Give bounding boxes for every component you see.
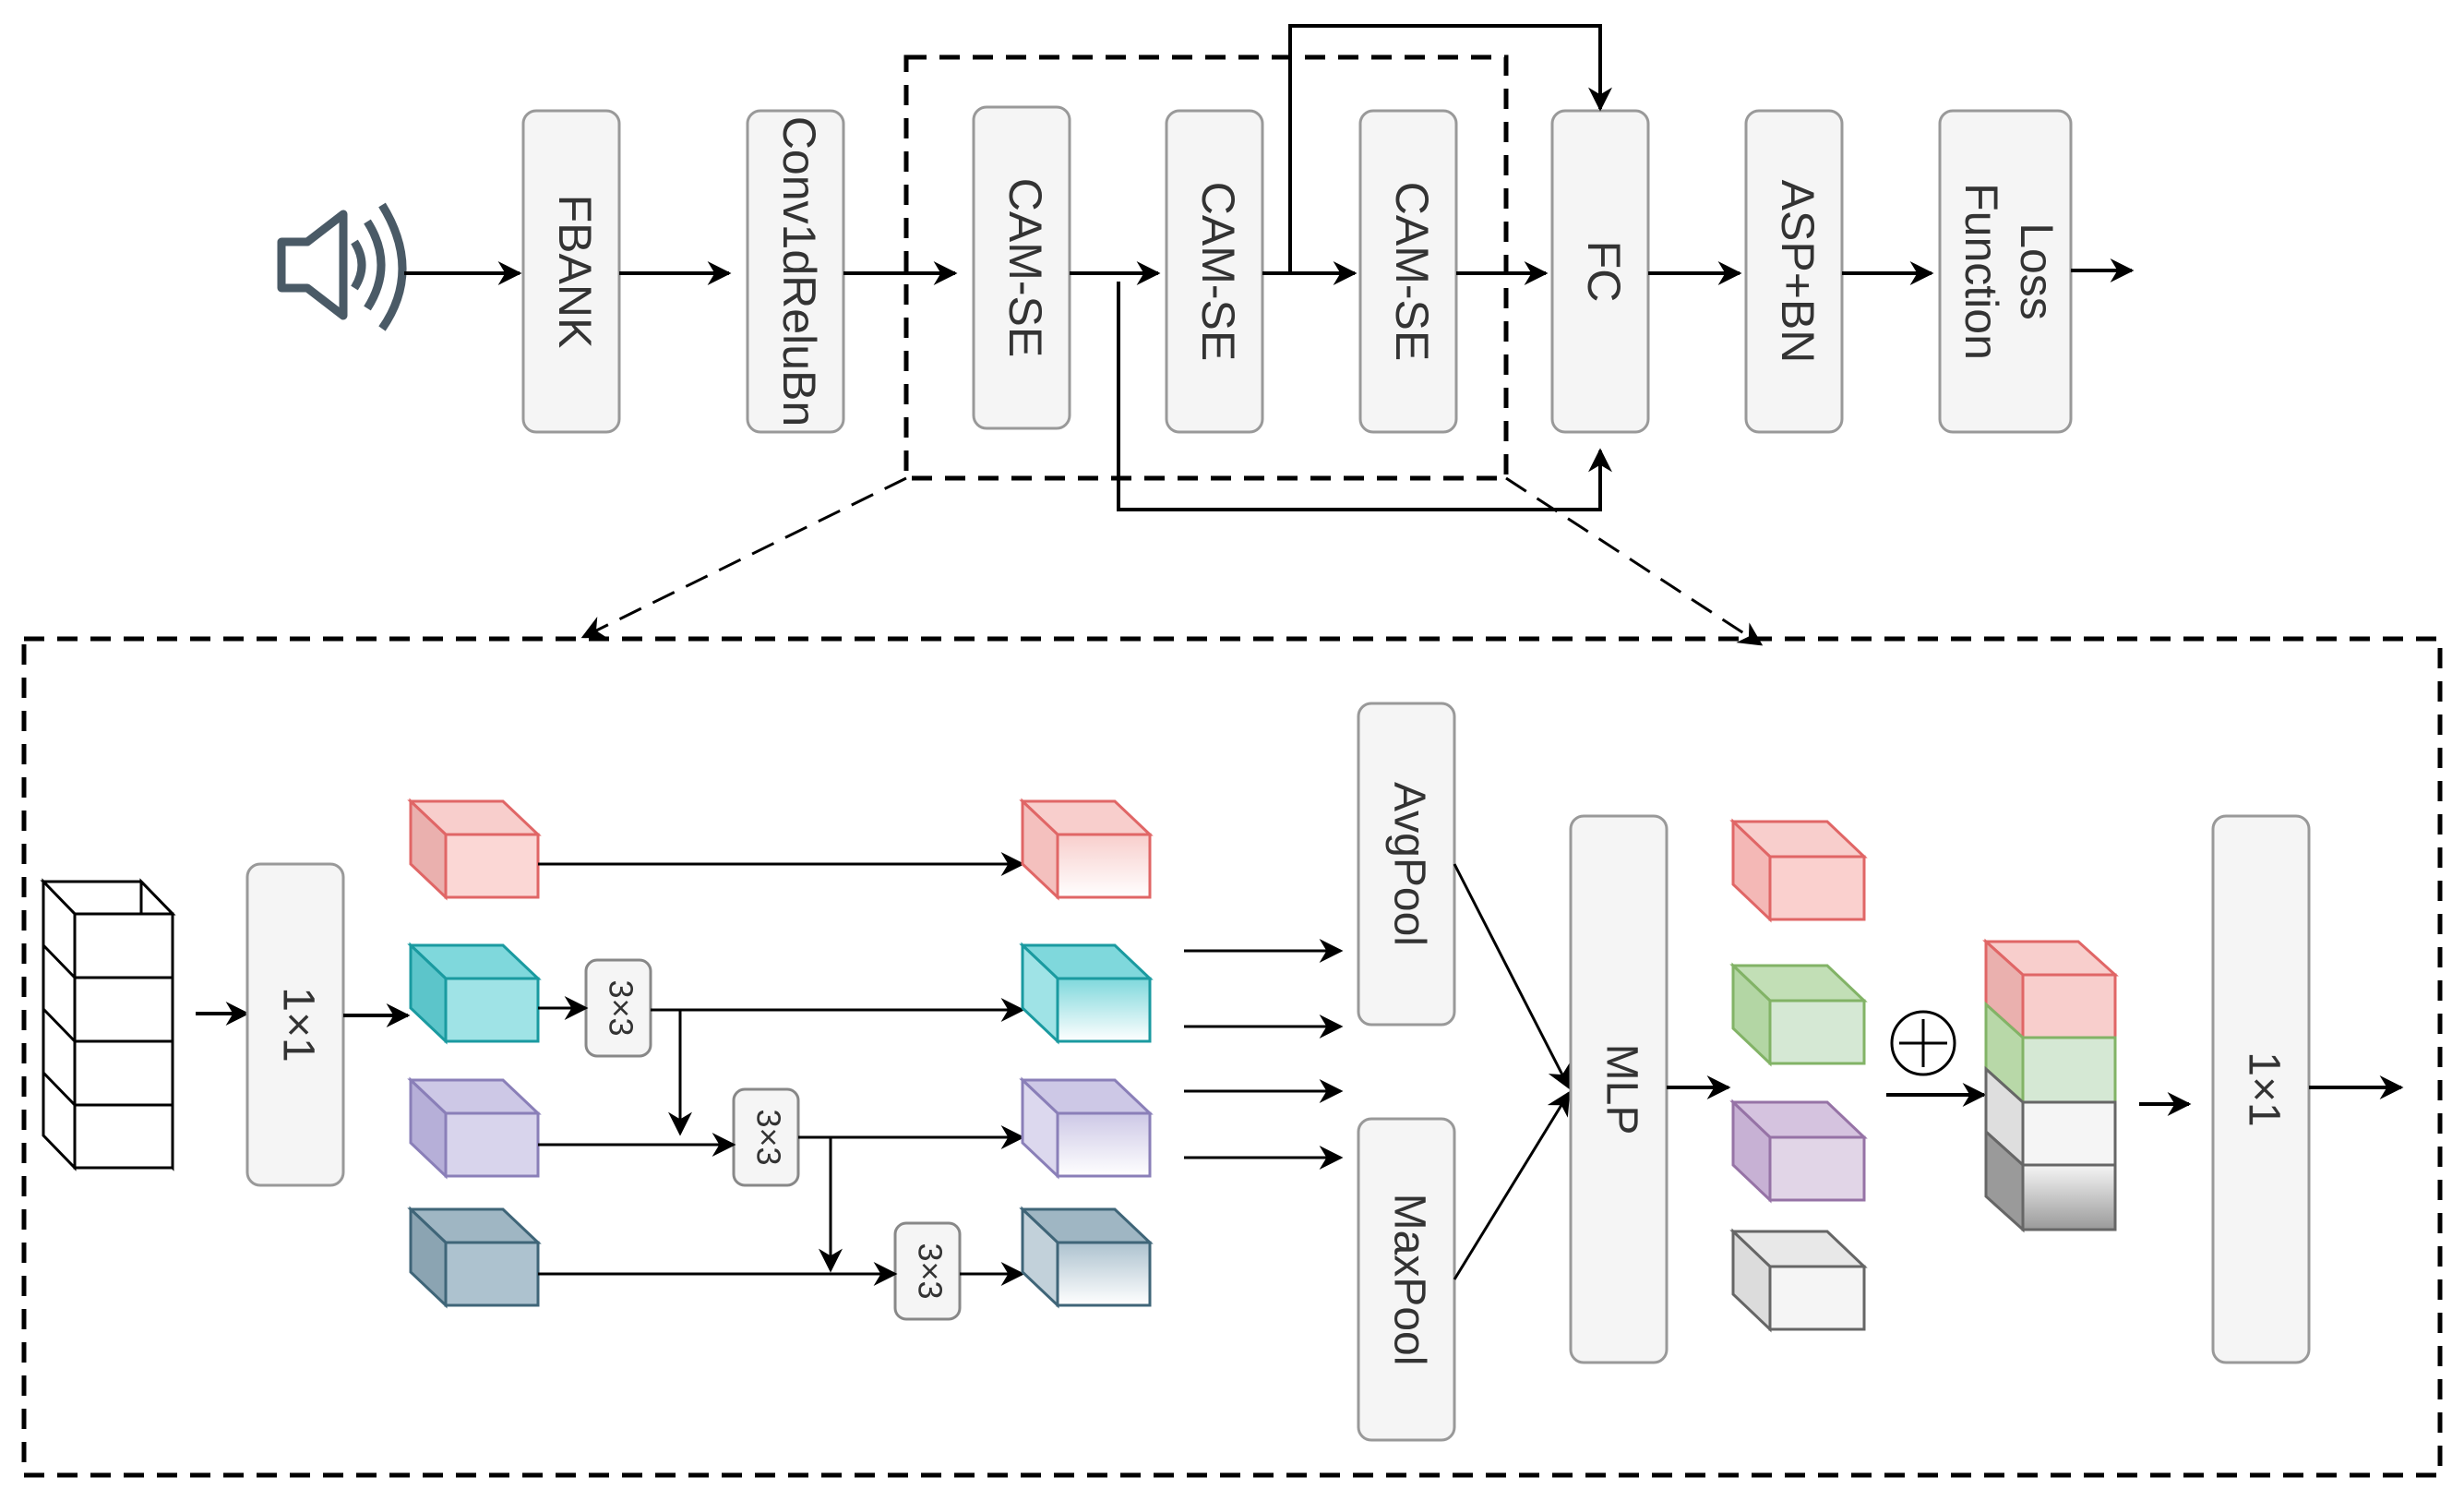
loss-label-line1: Loss <box>2011 222 2063 320</box>
detail-panel-box <box>21 636 2443 1478</box>
pool-to-mlp-arrows <box>1453 863 1571 1280</box>
conv-3x3-2: 3×3 <box>732 1087 800 1187</box>
fbank-label: FBANK <box>549 195 601 349</box>
conv-3x3-3: 3×3 <box>893 1221 962 1321</box>
avgpool-block: AvgPool <box>1357 702 1456 1027</box>
block-asp-bn: ASP+BN <box>1744 109 1844 434</box>
maxpool-label: MaxPool <box>1384 1194 1433 1366</box>
input-feature-stack <box>40 878 176 1171</box>
fc-label: FC <box>1578 241 1630 303</box>
conv-3x3-3-label: 3×3 <box>911 1243 949 1299</box>
block-loss-function: Loss Function <box>1938 109 2073 434</box>
cam-se-3-label: CAM-SE <box>1386 182 1438 361</box>
conv-3x3-2-label: 3×3 <box>749 1109 787 1165</box>
loss-label-line2: Function <box>1956 183 2007 360</box>
avgpool-label: AvgPool <box>1384 782 1433 946</box>
detail-panel: 1×1 3×3 3×3 <box>21 636 2443 1478</box>
out-cube-purple <box>1019 1076 1154 1180</box>
block-fc: FC <box>1550 109 1650 434</box>
stacked-output-cube <box>1982 938 2119 1233</box>
block-conv1d: Conv1dReluBn <box>746 109 845 434</box>
block-fbank: FBANK <box>521 109 621 434</box>
asp-bn-label: ASP+BN <box>1772 180 1824 364</box>
conv-1x1-output-label: 1×1 <box>2239 1051 2288 1126</box>
split-cube-slate <box>407 1206 542 1309</box>
block-cam-se-2: CAM-SE <box>1165 109 1264 434</box>
block-cam-se-1: CAM-SE <box>972 105 1071 430</box>
speaker-icon <box>277 202 407 331</box>
cam-se-1-label: CAM-SE <box>999 178 1051 357</box>
mlp-block: MLP <box>1569 814 1669 1364</box>
conv-3x3-1: 3×3 <box>584 958 652 1058</box>
conv-3x3-1-label: 3×3 <box>602 979 640 1036</box>
conv1d-label: Conv1dReluBn <box>773 116 825 426</box>
pool-input-arrows <box>1184 939 1344 1170</box>
split-cube-cyan <box>407 942 542 1045</box>
weight-cube-lilac <box>1729 1099 1868 1204</box>
out-cube-slate <box>1019 1206 1154 1309</box>
elementwise-sum-icon <box>1890 1010 1956 1076</box>
out-cube-cyan <box>1019 942 1154 1045</box>
cam-group-box <box>903 54 1509 481</box>
skip-connection-top <box>1288 24 1612 271</box>
weight-cube-red <box>1729 818 1868 923</box>
weight-cube-green <box>1729 962 1868 1067</box>
top-pipeline: FBANK Conv1dReluBn CAM-SE CAM-SE CAM-SE … <box>277 24 2135 646</box>
split-cube-red <box>407 798 542 901</box>
conv-1x1-input-label: 1×1 <box>273 987 322 1062</box>
out-cube-red <box>1019 798 1154 901</box>
maxpool-block: MaxPool <box>1357 1117 1456 1442</box>
mlp-label: MLP <box>1597 1044 1645 1135</box>
split-cube-purple <box>407 1076 542 1180</box>
weight-cube-gray <box>1729 1228 1868 1333</box>
block-cam-se-3: CAM-SE <box>1358 109 1458 434</box>
skip-connection-bottom <box>1117 282 1612 511</box>
conv-1x1-output: 1×1 <box>2211 814 2311 1364</box>
cam-se-2-label: CAM-SE <box>1192 182 1244 361</box>
conv-1x1-input: 1×1 <box>245 862 345 1187</box>
branch-connectors <box>538 852 1025 1286</box>
zoom-line-right <box>1505 476 1764 646</box>
zoom-line-left <box>580 476 907 639</box>
